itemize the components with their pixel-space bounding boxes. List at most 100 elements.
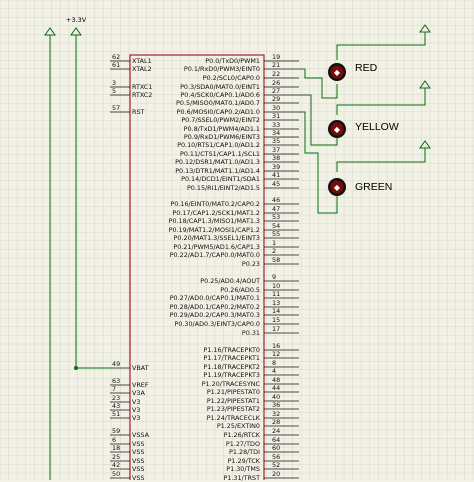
pin-number: 8 bbox=[272, 359, 277, 367]
pin-number: 45 bbox=[272, 180, 281, 188]
pin-label: V3 bbox=[132, 398, 141, 406]
pin-label: P0.5/MISO0/MAT0.1/AD0.7 bbox=[176, 99, 260, 107]
pin-label: P0.16/EINT0/MAT0.2/CAP0.2 bbox=[170, 200, 260, 208]
wire-red-led bbox=[299, 68, 338, 99]
pin-label: V3 bbox=[132, 414, 141, 422]
pin-label: P0.1/RxD0/PWM3/EINT0 bbox=[183, 65, 260, 73]
pin-label: P0.13/DTR1/MAT1.1/AD1.4 bbox=[175, 167, 260, 175]
power-label: +3.3V bbox=[66, 16, 87, 24]
pin-number: 51 bbox=[112, 410, 121, 418]
power-arrow-icon bbox=[44, 27, 56, 36]
pin-label: P0.26/AD0.5 bbox=[220, 286, 260, 294]
pin-label: P1.21/PIPESTAT0 bbox=[206, 388, 260, 396]
pin-label: P1.29/TCK bbox=[227, 457, 260, 465]
pin-number: 5 bbox=[112, 87, 117, 95]
pin-number: 2 bbox=[272, 247, 277, 255]
pin-number: 1 bbox=[272, 239, 277, 247]
pin-number: 27 bbox=[272, 87, 281, 95]
mcu-chip[interactable] bbox=[129, 54, 265, 480]
pin-label: RTXC2 bbox=[132, 91, 153, 99]
pin-label: P0.7/SSEL0/PWM2/EINT2 bbox=[181, 116, 260, 124]
pin-number: 62 bbox=[112, 53, 121, 61]
pin-number: 44 bbox=[272, 384, 281, 392]
pin-number: 12 bbox=[272, 350, 281, 358]
pin-label: VSSA bbox=[132, 431, 149, 439]
pin-number: 11 bbox=[272, 290, 281, 298]
pin-label: P1.26/RTCK bbox=[223, 431, 260, 439]
pin-label: P0.25/AD0.4/AOUT bbox=[200, 277, 260, 285]
pin-number: 60 bbox=[272, 444, 281, 452]
pin-label: P1.22/PIPESTAT1 bbox=[206, 397, 260, 405]
pin-number: 49 bbox=[112, 360, 121, 368]
pin-label: P0.0/TxD0/PWM1 bbox=[205, 57, 260, 65]
pin-number: 7 bbox=[112, 385, 117, 393]
led-yellow-label: YELLOW bbox=[355, 121, 399, 133]
pin-number: 46 bbox=[272, 196, 281, 204]
pin-label: P0.31 bbox=[241, 329, 260, 337]
wire-yellow-vcc bbox=[336, 88, 426, 115]
led-red-symbol-icon: ◆ bbox=[334, 68, 341, 77]
led-green[interactable]: ◆ bbox=[328, 178, 346, 196]
led-yellow[interactable]: ◆ bbox=[328, 120, 346, 138]
pin-label: P0.15/RI1/EINT2/AD1.5 bbox=[186, 184, 260, 192]
pin-label: P1.28/TDI bbox=[229, 448, 260, 456]
pin-label: VSS bbox=[132, 474, 145, 482]
power-arrow-icon bbox=[70, 27, 82, 36]
pin-label: P0.19/MAT1.2/MOSI1/CAP1.2 bbox=[168, 226, 260, 234]
pin-label: P0.2/SCL0/CAP0.0 bbox=[202, 74, 260, 82]
pin-label: P1.18/TRACEPKT2 bbox=[203, 363, 260, 371]
pin-number: 50 bbox=[112, 470, 121, 478]
pin-label: P0.28/AD0.1/CAP0.2/MAT0.2 bbox=[169, 303, 260, 311]
pin-label: XTAL2 bbox=[132, 65, 152, 73]
pin-label: P0.18/CAP1.3/MISO1/MAT1.3 bbox=[168, 217, 260, 225]
pin-label: P0.6/MOSI0/CAP0.2/AD1.0 bbox=[176, 108, 260, 116]
pin-label: P1.16/TRACEPKT0 bbox=[203, 346, 260, 354]
pin-number: 48 bbox=[272, 376, 281, 384]
pin-number: 59 bbox=[112, 427, 121, 435]
pin-number: 33 bbox=[272, 121, 281, 129]
pin-number: 14 bbox=[272, 307, 281, 315]
pin-number: 19 bbox=[272, 53, 281, 61]
pin-number: 29 bbox=[272, 95, 281, 103]
led-green-symbol-icon: ◆ bbox=[334, 183, 341, 192]
pin-number: 64 bbox=[272, 436, 281, 444]
pin-label: P0.8/TxD1/PWM4/AD1.1 bbox=[183, 125, 260, 133]
pin-number: 47 bbox=[272, 205, 281, 213]
pin-label: P0.20/MAT1.3/SSEL1/EINT3 bbox=[173, 234, 260, 242]
pin-lines bbox=[110, 60, 299, 479]
pin-label: P0.14/DCD1/EINT1/SDA1 bbox=[181, 175, 260, 183]
wire-red-vcc bbox=[336, 32, 426, 60]
pin-label: P0.11/CTS1/CAP1.1/SCL1 bbox=[179, 150, 260, 158]
junction-dot bbox=[74, 366, 78, 370]
pin-label: P0.23 bbox=[241, 260, 260, 268]
pin-number: 16 bbox=[272, 342, 281, 350]
wire-green-vcc bbox=[336, 148, 426, 172]
pin-number: 42 bbox=[112, 461, 121, 469]
pin-label: VSS bbox=[132, 448, 145, 456]
led-red-label: RED bbox=[355, 62, 378, 74]
power-arrow-icon bbox=[419, 140, 431, 149]
pin-number: 3 bbox=[112, 79, 117, 87]
pin-number: 13 bbox=[272, 299, 281, 307]
pin-number: 40 bbox=[272, 393, 281, 401]
pin-number: 26 bbox=[272, 79, 281, 87]
mcu-chip-body[interactable] bbox=[129, 54, 265, 480]
pin-number: 36 bbox=[272, 401, 281, 409]
pin-label: P0.27/AD0.0/CAP0.1/MAT0.1 bbox=[169, 294, 260, 302]
pin-number: 52 bbox=[272, 461, 281, 469]
pin-label: P1.31/TRST bbox=[223, 474, 260, 482]
power-terminals bbox=[44, 24, 431, 149]
led-red[interactable]: ◆ bbox=[328, 63, 346, 81]
pin-number: 10 bbox=[272, 282, 281, 290]
pin-number: 32 bbox=[272, 410, 281, 418]
pin-number: 17 bbox=[272, 325, 281, 333]
pin-number: 53 bbox=[272, 213, 281, 221]
led-yellow-lens bbox=[330, 122, 344, 136]
pin-number: 41 bbox=[272, 171, 281, 179]
pin-label: VSS bbox=[132, 465, 145, 473]
pin-number: 38 bbox=[272, 154, 281, 162]
pin-label: VSS bbox=[132, 440, 145, 448]
pin-label: VBAT bbox=[132, 364, 149, 372]
